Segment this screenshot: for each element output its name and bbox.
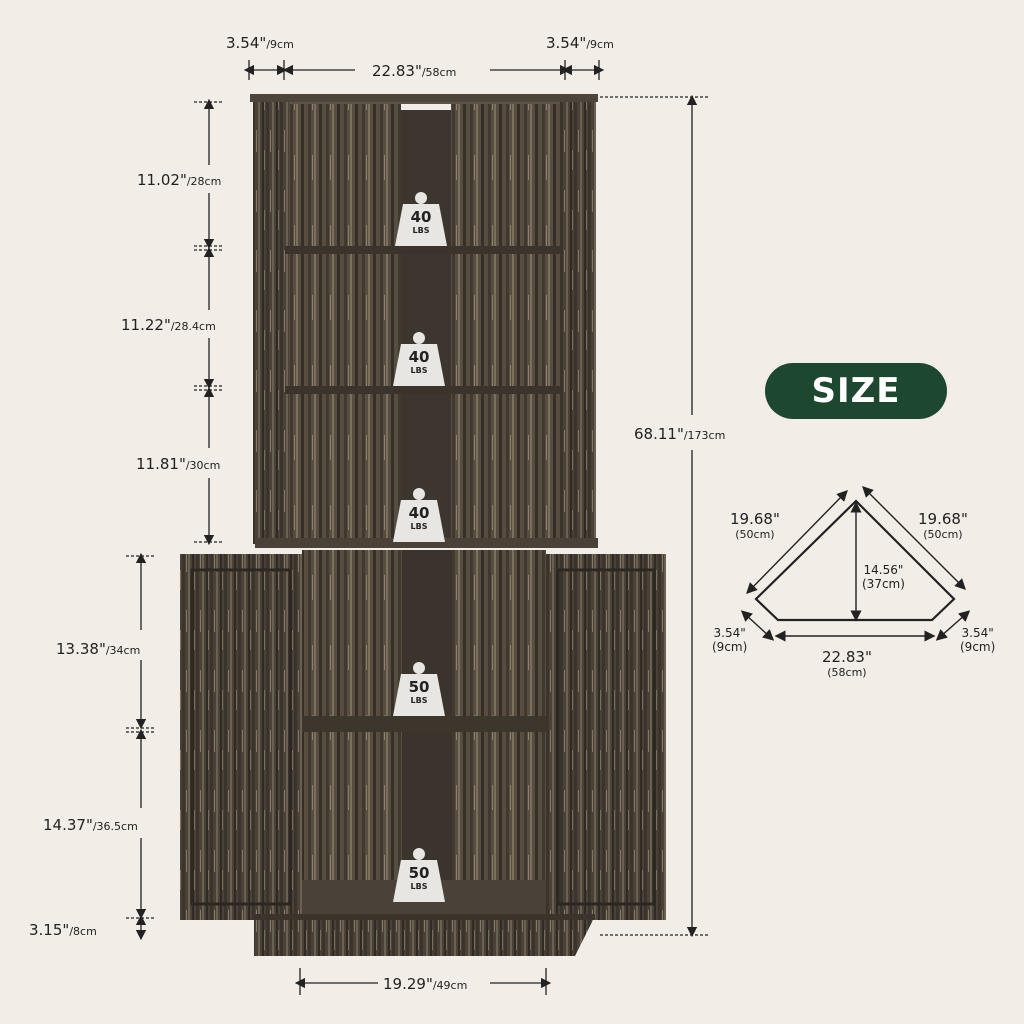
tv-depth: 14.56"(37cm) bbox=[862, 563, 905, 591]
weight-tag: 40 LBS bbox=[389, 486, 449, 542]
weight-unit: LBS bbox=[410, 522, 428, 531]
shelf-1 bbox=[285, 246, 562, 254]
weight-value: 50 bbox=[408, 678, 430, 696]
weight-value: 50 bbox=[408, 864, 430, 882]
weight-value: 40 bbox=[410, 208, 432, 226]
dim-top-width: 22.83"/58cm bbox=[372, 62, 457, 80]
upper-back-center bbox=[401, 110, 451, 540]
upper-back-left bbox=[289, 104, 401, 542]
weight-value: 40 bbox=[408, 504, 430, 522]
tv-front: 22.83"(58cm) bbox=[822, 648, 872, 679]
shelf-2 bbox=[285, 386, 562, 394]
right-door bbox=[546, 554, 666, 920]
weight-icon bbox=[395, 192, 447, 246]
dim-shelf-1: 11.02"/28cm bbox=[137, 171, 222, 189]
dimension-lines bbox=[126, 60, 710, 995]
weight-unit: LBS bbox=[412, 226, 430, 235]
weight-unit: LBS bbox=[410, 366, 428, 375]
tv-left-edge: 19.68"(50cm) bbox=[730, 510, 780, 541]
weight-tag: 40 LBS bbox=[389, 330, 449, 386]
weight-unit: LBS bbox=[410, 696, 428, 705]
tv-right-side: 3.54"(9cm) bbox=[960, 626, 996, 654]
shelf-4 bbox=[302, 716, 546, 732]
corner-cabinet bbox=[180, 94, 666, 956]
weight-icon bbox=[393, 848, 445, 902]
dim-shelf-2: 11.22"/28.4cm bbox=[121, 316, 216, 334]
dim-base: 3.15"/8cm bbox=[29, 921, 97, 939]
weight-icon bbox=[393, 332, 445, 386]
tv-right-edge: 19.68"(50cm) bbox=[918, 510, 968, 541]
size-badge: SIZE bbox=[765, 363, 947, 419]
top-view-diagram bbox=[740, 486, 971, 642]
upper-left-post bbox=[253, 102, 289, 544]
shelf-3 bbox=[255, 538, 598, 548]
weight-unit: LBS bbox=[410, 882, 428, 891]
upper-right-post bbox=[560, 102, 596, 544]
tv-left-side: 3.54"(9cm) bbox=[712, 626, 748, 654]
dim-bottom-width: 19.29"/49cm bbox=[383, 975, 468, 993]
weight-value: 40 bbox=[408, 348, 430, 366]
dim-shelf-3: 11.81"/30cm bbox=[136, 455, 221, 473]
upper-back-right bbox=[451, 104, 560, 542]
left-door bbox=[180, 554, 302, 920]
weight-icon bbox=[393, 488, 445, 542]
dim-cabinet-1: 13.38"/34cm bbox=[56, 640, 141, 658]
cabinet-base bbox=[254, 916, 595, 956]
weight-icon bbox=[393, 662, 445, 716]
weight-tag: 50 LBS bbox=[389, 660, 449, 716]
weight-tag: 40 LBS bbox=[391, 190, 451, 246]
dim-cabinet-2: 14.37"/36.5cm bbox=[43, 816, 138, 834]
weight-tag: 50 LBS bbox=[389, 846, 449, 902]
dim-side-left: 3.54"/9cm bbox=[226, 34, 294, 52]
dim-total-height: 68.11"/173cm bbox=[634, 425, 726, 443]
dim-side-right: 3.54"/9cm bbox=[546, 34, 614, 52]
